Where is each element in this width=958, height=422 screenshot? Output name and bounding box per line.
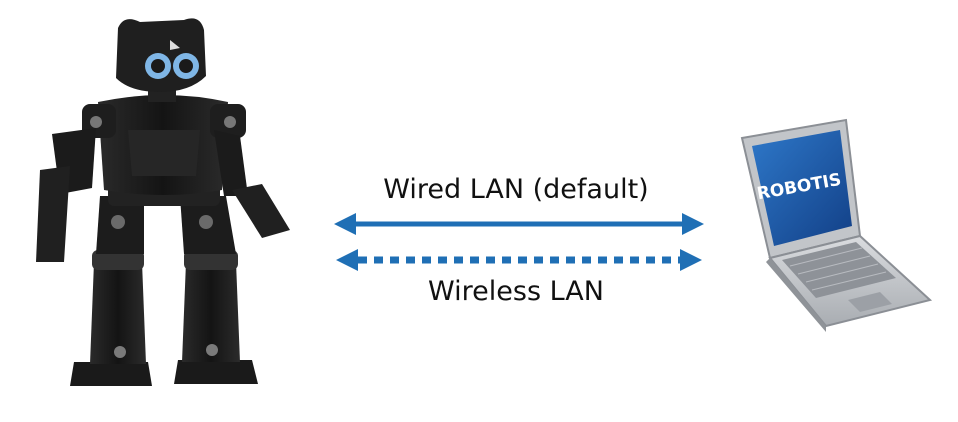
wireless-lan-arrow — [336, 249, 702, 271]
wireless-lan-label: Wireless LAN — [428, 276, 604, 307]
humanoid-robot-icon — [36, 18, 290, 386]
laptop-icon — [740, 118, 933, 332]
wired-lan-label: Wired LAN (default) — [383, 174, 649, 205]
wired-lan-arrow — [334, 213, 704, 235]
